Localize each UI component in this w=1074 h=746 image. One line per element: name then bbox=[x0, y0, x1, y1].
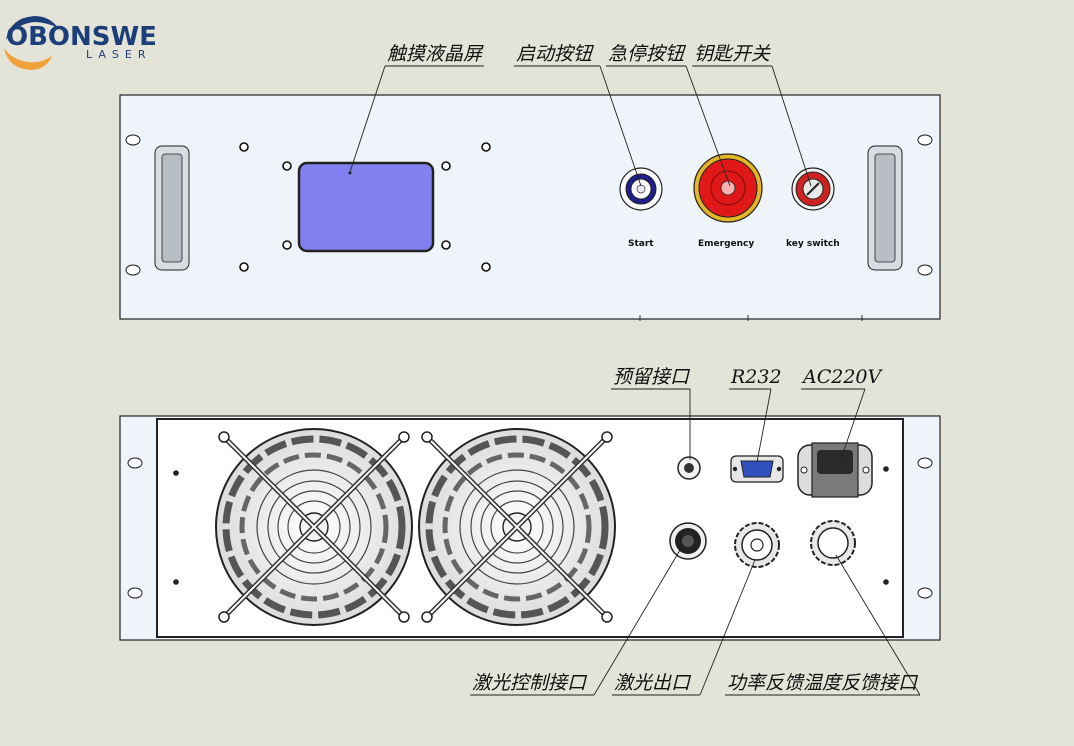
cooling-fan-right bbox=[418, 428, 616, 626]
emergency-stop-button bbox=[693, 153, 763, 223]
touch-screen bbox=[297, 161, 435, 253]
logo-swoosh-icon bbox=[4, 48, 52, 70]
company-logo: OBONSWE LASER bbox=[4, 16, 157, 70]
logo-arc-icon bbox=[6, 16, 58, 40]
rear-callouts: 预留接口 R232 AC220V 激光控制接口 激光出口 功率反馈温度反馈接口 bbox=[470, 366, 921, 696]
rear-screws bbox=[173, 466, 889, 585]
rear-panel bbox=[119, 415, 941, 641]
key-switch-label: key switch bbox=[786, 239, 840, 249]
panel-screws bbox=[239, 142, 491, 272]
laser-output-callout: 激光出口 bbox=[614, 672, 692, 694]
left-handle bbox=[154, 145, 190, 271]
start-label: Start bbox=[628, 239, 654, 249]
right-handle bbox=[867, 145, 903, 271]
front-panel: Start Emergency key switch bbox=[119, 94, 941, 321]
power-temp-feedback-port bbox=[810, 520, 856, 566]
rack-hole bbox=[125, 134, 141, 146]
laser-control-port bbox=[669, 522, 707, 560]
r232-port bbox=[730, 455, 784, 483]
touch-screen-callout: 触摸液晶屏 bbox=[387, 43, 484, 65]
key-switch-callout: 钥匙开关 bbox=[694, 43, 771, 65]
feedback-callout: 功率反馈温度反馈接口 bbox=[727, 672, 919, 694]
rack-hole bbox=[917, 457, 933, 469]
cooling-fan-left bbox=[215, 428, 413, 626]
ac220v-callout: AC220V bbox=[801, 366, 884, 388]
start-button-callout: 启动按钮 bbox=[516, 43, 595, 65]
logo-sub-text: LASER bbox=[86, 48, 151, 61]
reserved-port-callout: 预留接口 bbox=[613, 366, 691, 388]
laser-output-port bbox=[734, 522, 780, 568]
emergency-callout: 急停按钮 bbox=[608, 43, 687, 65]
logo-brand-text: OBONSWE bbox=[6, 22, 157, 52]
rack-hole bbox=[127, 457, 143, 469]
rack-hole bbox=[917, 134, 933, 146]
rack-hole bbox=[917, 264, 933, 276]
reserved-port bbox=[677, 456, 701, 480]
emergency-label: Emergency bbox=[698, 239, 754, 249]
laser-control-callout: 激光控制接口 bbox=[472, 672, 588, 694]
key-switch bbox=[791, 167, 835, 211]
rack-hole bbox=[125, 264, 141, 276]
start-button bbox=[619, 167, 663, 211]
rack-hole bbox=[917, 587, 933, 599]
front-callouts: 触摸液晶屏 启动按钮 急停按钮 钥匙开关 bbox=[349, 43, 812, 187]
rack-hole bbox=[127, 587, 143, 599]
r232-callout: R232 bbox=[730, 366, 782, 388]
ac220v-power-inlet bbox=[797, 442, 873, 498]
